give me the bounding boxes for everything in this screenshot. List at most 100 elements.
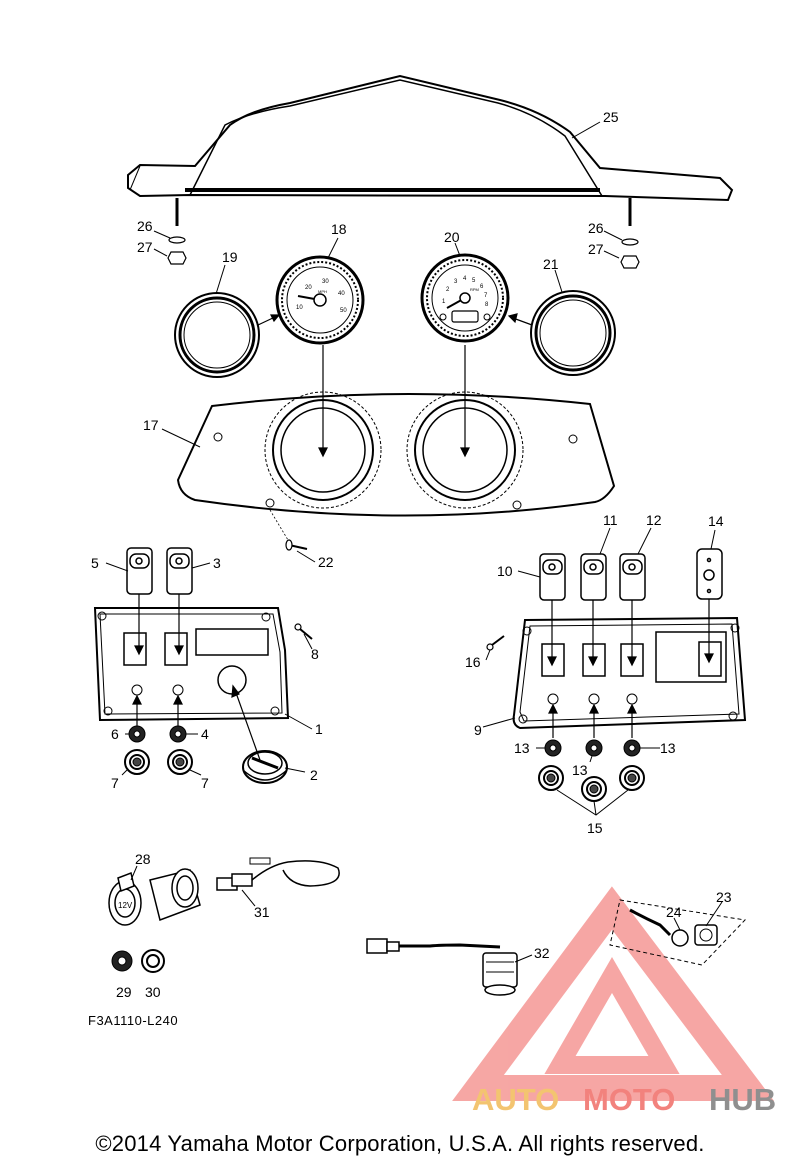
right-switch-panel-part [512,616,747,730]
watermark-moto: MOTO [583,1082,675,1117]
callout-22: 22 [318,554,334,570]
speedo-tick-40: 40 [338,291,345,297]
tach-tick-5: 5 [472,278,476,284]
callout-27-right: 27 [588,241,604,257]
indicator-lamp-6 [128,725,146,743]
copyright-notice: ©2014 Yamaha Motor Corporation, U.S.A. A… [95,1131,705,1156]
rocker-switch-5 [126,547,153,595]
callout-13-b: 13 [572,762,588,778]
grommet-15-b [581,776,607,802]
rocker-switch-12 [619,553,646,601]
callout-26-left: 26 [137,218,153,234]
callout-9: 9 [474,722,482,738]
callout-2: 2 [310,767,318,783]
speedo-tick-50: 50 [340,308,347,314]
speedo-tick-30: 30 [322,279,329,285]
washer-part [141,949,165,973]
gauge-panel-part [176,391,616,517]
panel-screw-left [294,623,313,640]
grommet-7-right [167,749,193,775]
rocker-switch-3 [166,547,193,595]
tach-unit: RPM [470,287,479,292]
callout-13-c: 13 [660,740,676,756]
callout-15: 15 [587,820,603,836]
speedometer-gauge [275,255,365,345]
callout-23: 23 [716,889,732,905]
speedo-tick-20: 20 [305,285,312,291]
watermark-wordmark: AUTO MOTO HUB [472,1082,776,1117]
tach-tick-6: 6 [480,284,484,290]
top-cover-part [127,74,734,202]
callout-16: 16 [465,654,481,670]
indicator-lamp-4 [169,725,187,743]
callout-8: 8 [311,646,319,662]
callout-6: 6 [111,726,119,742]
callout-20: 20 [444,229,460,245]
callout-7-left: 7 [111,775,119,791]
indicator-lamp-13-b [585,739,603,757]
callout-1: 1 [315,721,323,737]
callout-31: 31 [254,904,270,920]
speedo-tick-10: 10 [296,305,303,311]
stud-bolt-left [167,198,187,265]
grommet-15-c [619,765,645,791]
grommet-7-left [124,749,150,775]
tach-tick-3: 3 [454,279,458,285]
tach-tick-1: 1 [442,299,446,305]
tach-tick-7: 7 [484,293,488,299]
callout-7-right: 7 [201,775,209,791]
callout-30: 30 [145,984,161,1000]
callout-26-right: 26 [588,220,604,236]
callout-24: 24 [666,904,682,920]
callout-12: 12 [646,512,662,528]
screw-part [269,509,308,551]
callout-29: 29 [116,984,132,1000]
callout-3: 3 [213,555,221,571]
callout-10: 10 [497,563,513,579]
stud-bolt-right [620,198,640,269]
assembly-arrows [257,313,533,458]
grommet-15-a [538,765,564,791]
leader-lines [105,121,723,963]
tach-tick-2: 2 [446,287,450,293]
tach-tick-8: 8 [485,302,489,308]
diagram-code: F3A1110-L240 [88,1013,179,1028]
rocker-switch-10 [539,553,566,601]
callout-numbers: 25 26 27 26 27 18 19 20 21 17 22 5 3 8 1… [91,109,732,1000]
callout-4: 4 [201,726,209,742]
watermark-hub: HUB [709,1082,776,1117]
left-switch-panel-part [93,607,290,722]
callout-13-a: 13 [514,740,530,756]
tach-tick-4: 4 [463,276,467,282]
callout-18: 18 [331,221,347,237]
callout-32: 32 [534,945,550,961]
rocker-switch-11 [580,553,607,601]
callout-5: 5 [91,555,99,571]
wire-harness-part [216,857,340,891]
tachometer-gauge [420,253,510,343]
cable-sensor-part [366,938,518,996]
key-switch-part [609,899,747,966]
rocker-switch-14 [696,548,723,600]
callout-11: 11 [603,512,618,528]
callout-19: 19 [222,249,238,265]
panel-screw-right [486,635,505,651]
callout-14: 14 [708,513,724,529]
gauge-ring-right [530,290,616,376]
nut-part [111,950,133,972]
watermark-auto: AUTO [472,1082,559,1117]
cap-part [242,750,288,784]
callout-25: 25 [603,109,619,125]
power-socket-part: 12V [108,868,201,926]
indicator-lamp-13-c [623,739,641,757]
callout-21: 21 [543,256,559,272]
watermark-logo [452,886,775,1101]
speedo-unit: MPH [318,289,327,294]
svg-text:12V: 12V [118,901,133,910]
callout-28: 28 [135,851,151,867]
gauge-ring-left [174,292,260,378]
indicator-lamp-13-a [544,739,562,757]
callout-17: 17 [143,417,159,433]
callout-27-left: 27 [137,239,153,255]
